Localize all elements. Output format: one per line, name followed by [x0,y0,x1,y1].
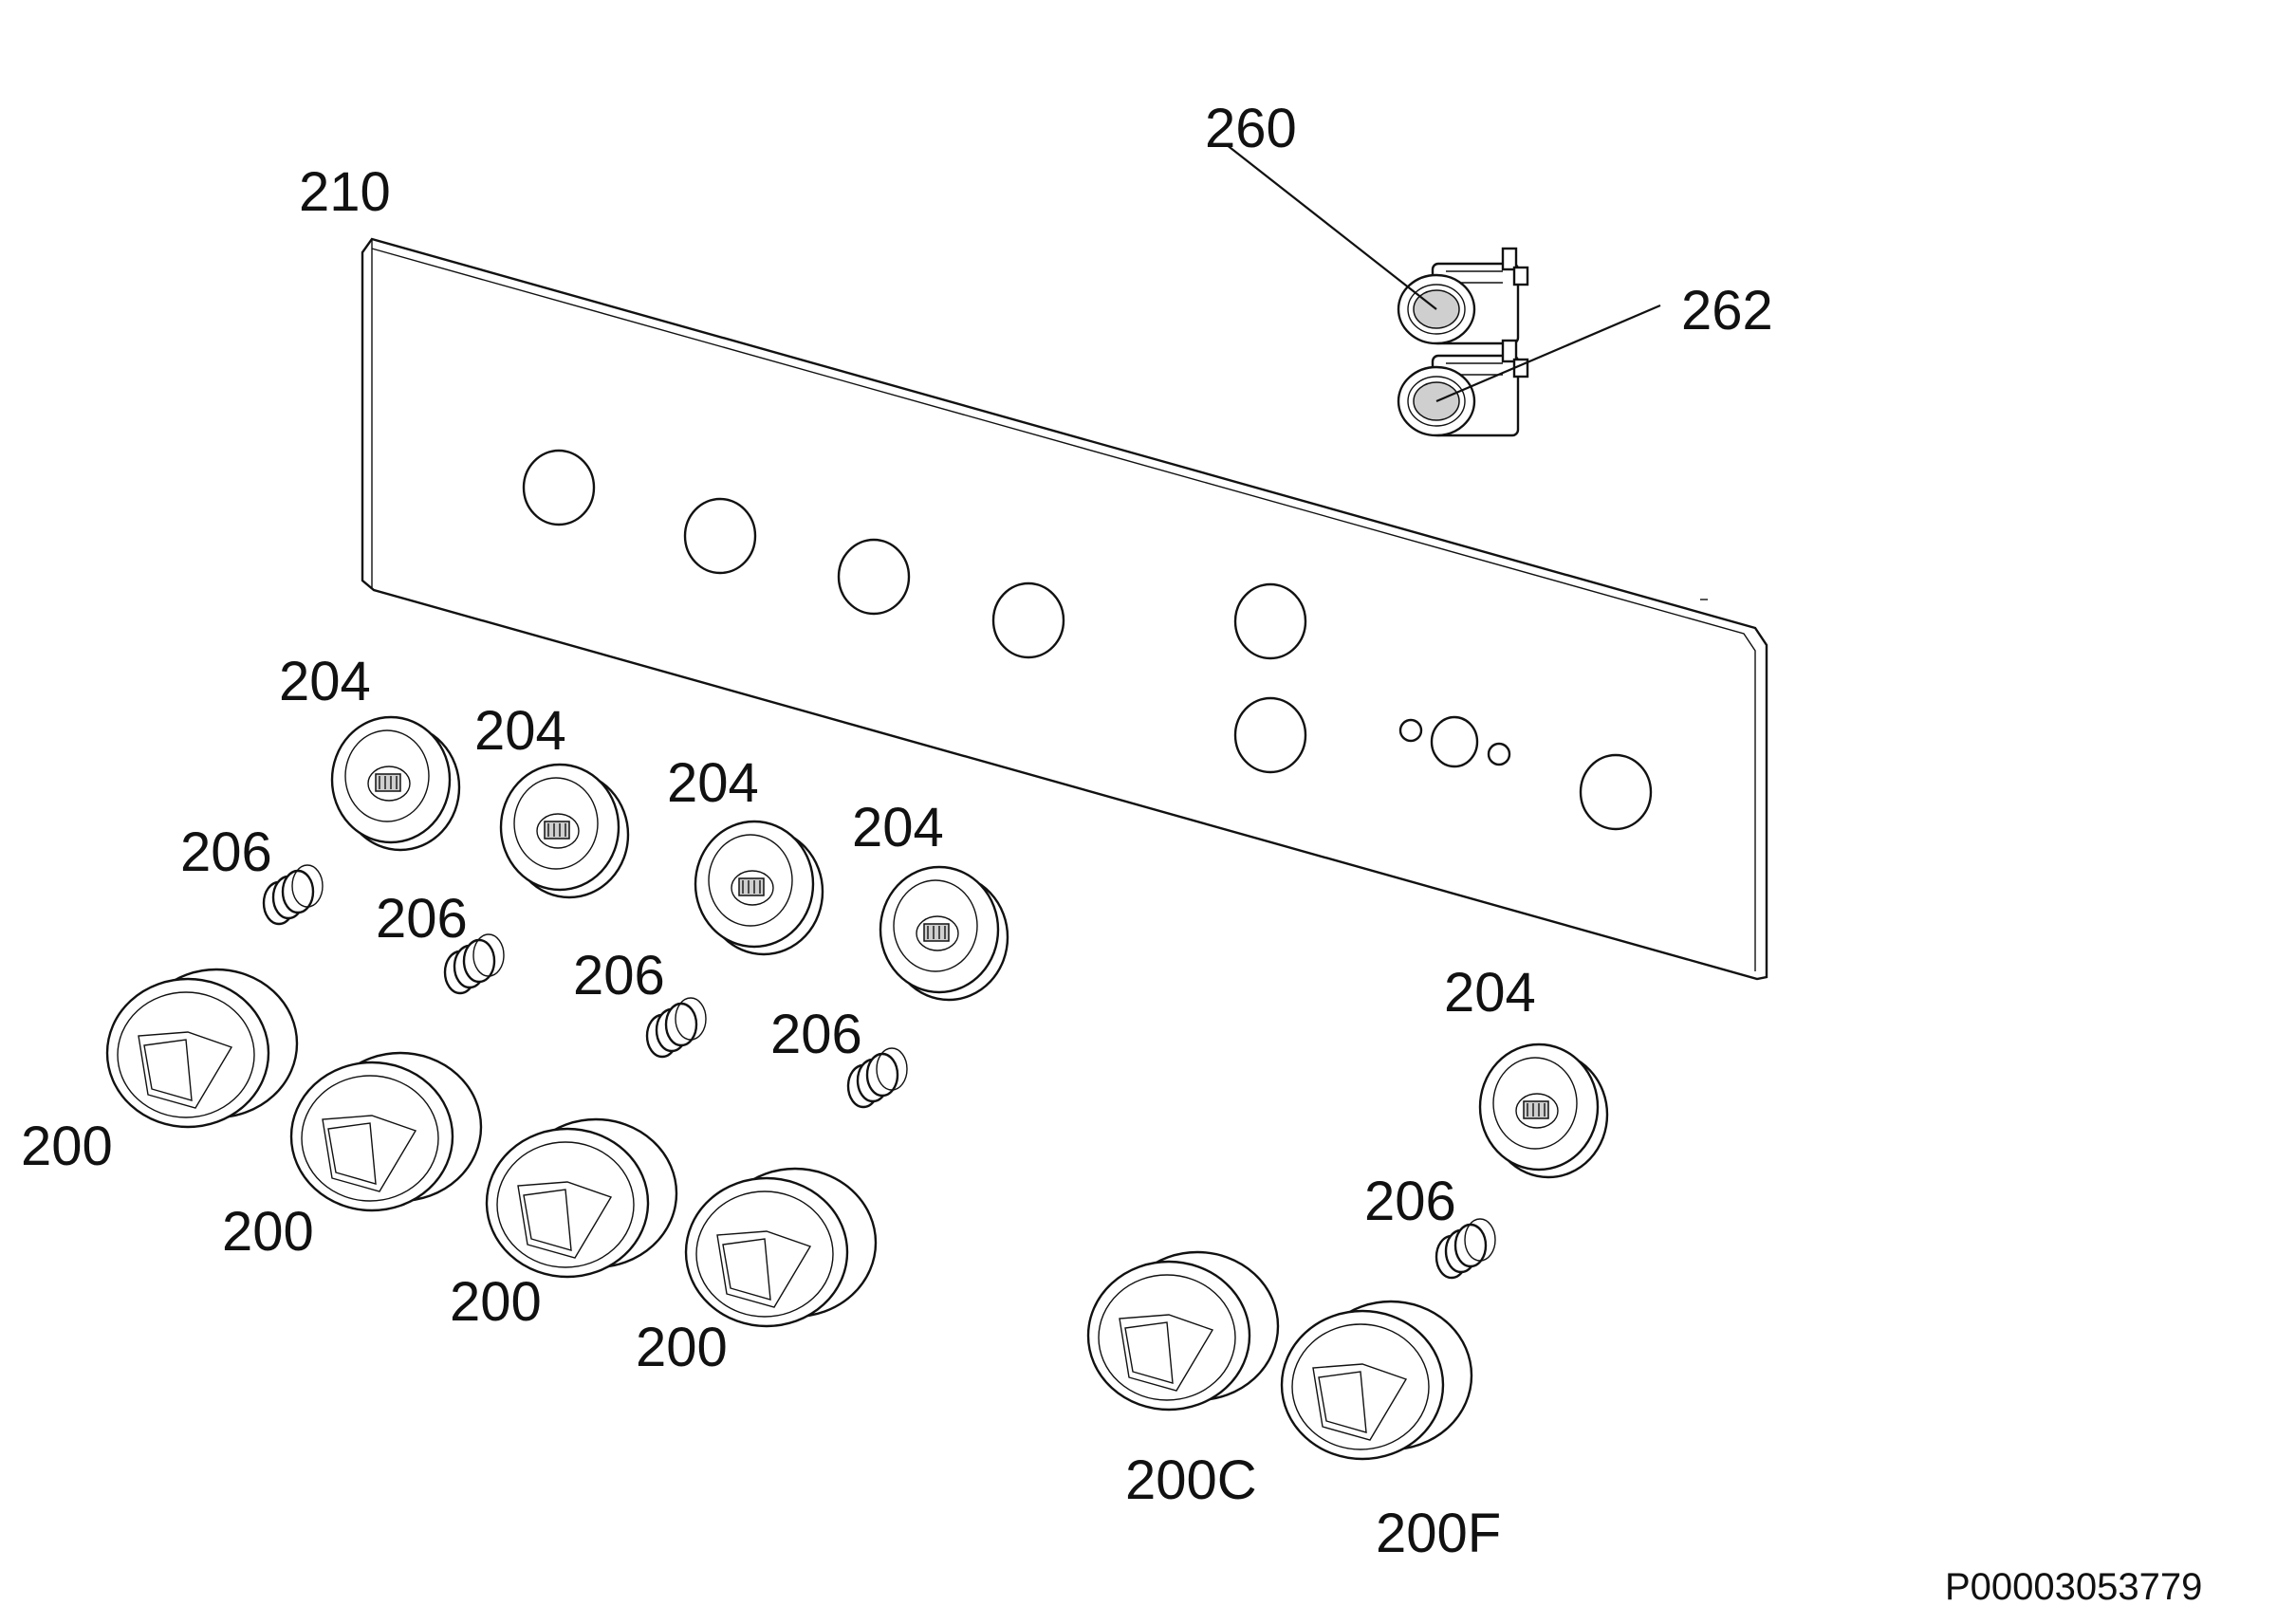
label-206: 206 [180,821,272,883]
knob-bezel [694,820,824,956]
label-200: 200 [222,1201,314,1263]
panel-hole [683,497,757,575]
panel-hole [1398,718,1423,743]
document-id: P00003053779 [1945,1566,2202,1608]
panel-hole [1487,742,1511,766]
indicator-lamp-lower [1397,339,1529,437]
knob-spring [262,863,324,926]
panel-hole [1233,582,1307,660]
control-knob [1280,1300,1473,1461]
panel-hole [522,449,596,526]
label-262: 262 [1681,280,1773,341]
panel-hole [1233,696,1307,774]
control-knob [105,968,299,1129]
label-206: 206 [1364,1171,1456,1232]
knob-bezel [499,763,630,899]
label-204: 204 [279,651,371,712]
label-260: 260 [1205,98,1297,159]
label-200f: 200F [1376,1503,1501,1564]
label-200c: 200C [1125,1449,1257,1511]
control-knob [289,1051,483,1212]
label-206: 206 [376,888,468,950]
label-204: 204 [667,752,759,814]
panel-hole [991,581,1065,659]
label-200: 200 [21,1116,113,1177]
knob-bezel [330,715,461,852]
label-210: 210 [299,161,391,223]
label-206: 206 [573,945,665,1006]
control-panel [361,237,1768,981]
label-204: 204 [1444,962,1536,1024]
control-knob [1086,1250,1280,1412]
label-200: 200 [450,1271,542,1333]
knob-bezel [879,865,1009,1002]
leader-line [1225,143,1437,310]
panel-hole [1430,715,1479,768]
knob-spring [645,996,708,1059]
label-206: 206 [770,1004,862,1065]
label-204: 204 [474,700,566,762]
panel-hole [837,538,911,616]
leader-line [1435,304,1661,403]
label-204: 204 [852,797,944,858]
knob-bezel [1478,1043,1609,1179]
label-200: 200 [636,1317,728,1378]
control-knob [485,1117,678,1279]
panel-hole [1579,753,1653,831]
control-knob [684,1167,878,1328]
